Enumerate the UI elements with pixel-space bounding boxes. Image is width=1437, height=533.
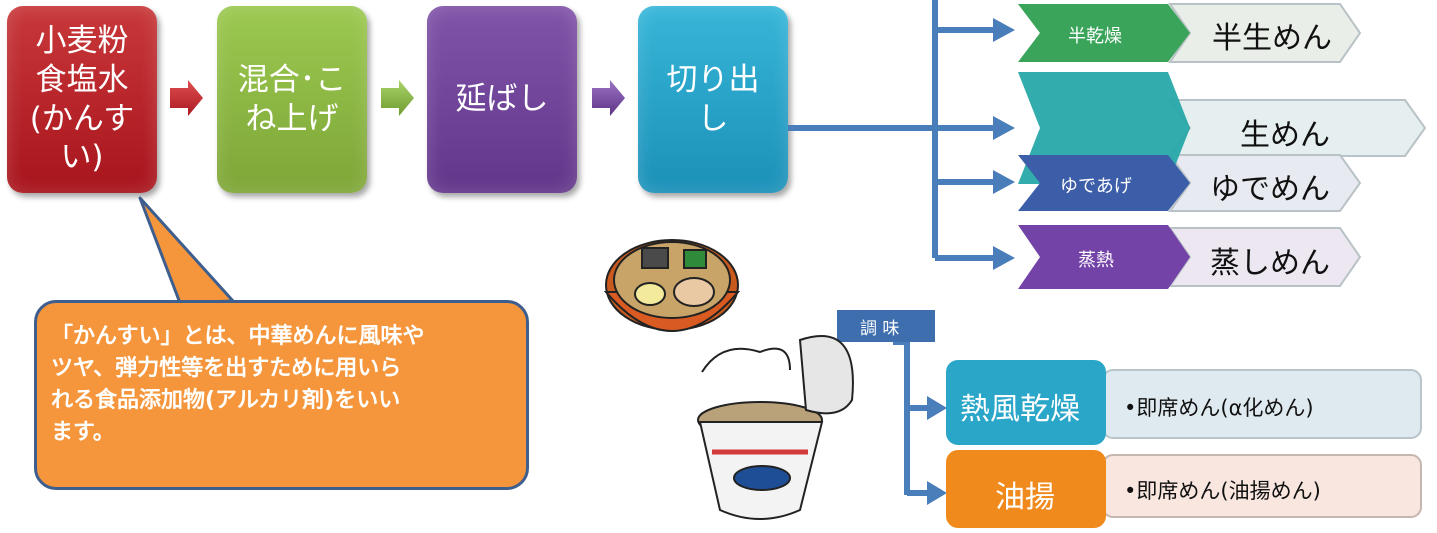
arrow-right-icon: [381, 80, 414, 116]
product-chevrons: [1168, 3, 1427, 287]
flow-box-mixing-label: 混合･こ ね上げ: [237, 61, 347, 137]
product-label-alpha-instant: •即席めん(α化めん): [1124, 396, 1314, 420]
arrowheads: [927, 18, 1015, 505]
arrowhead-icon: [993, 170, 1015, 194]
seasoning-label-box: [837, 310, 935, 342]
instant-cup-noodle-illustration: [697, 335, 854, 520]
flow-box-rolling: 延ばし: [427, 6, 577, 193]
kansui-callout-text: 「かんすい」とは、中華めんに風味や ツヤ、弾力性等を出すために用いら れる食品添…: [51, 324, 425, 445]
product-label-fried-instant: •即席めん(油揚めん): [1124, 479, 1321, 503]
product-label-semi-fresh: 半生めん: [1212, 21, 1332, 56]
flow-box-rolling-label: 延ばし: [455, 81, 549, 118]
process-label-hot-air-dry: 熱風乾燥: [960, 392, 1080, 427]
flow-box-mixing: 混合･こ ね上げ: [217, 6, 367, 193]
process-label-steaming: 蒸熱: [1078, 250, 1114, 271]
process-label-fried: 油揚: [995, 480, 1055, 515]
process-label-semidry: 半乾燥: [1068, 26, 1122, 47]
flow-box-ingredients: 小麦粉 食塩水 (かんす い): [7, 6, 157, 193]
ramen-bowl-illustration: [603, 239, 741, 332]
arrow-right-icon: [170, 80, 203, 116]
arrowhead-icon: [993, 246, 1015, 270]
seasoning-label: 調 味: [860, 319, 900, 339]
arrow-right-icon: [592, 80, 625, 116]
kansui-callout: 「かんすい」とは、中華めんに風味や ツヤ、弾力性等を出すために用いら れる食品添…: [34, 300, 529, 490]
product-label-boiled: ゆでめん: [1210, 172, 1330, 207]
flow-box-cutting-label: 切り出 し: [666, 61, 760, 137]
product-label-fresh: 生めん: [1240, 118, 1330, 153]
branch-connectors: [788, 0, 996, 496]
flow-box-cutting: 切り出 し: [638, 6, 788, 193]
callout-pointer: [138, 196, 235, 305]
arrowhead-icon: [993, 116, 1015, 140]
arrowhead-icon: [993, 18, 1015, 42]
flow-box-ingredients-label: 小麦粉 食塩水 (かんす い): [29, 23, 135, 176]
process-label-boiling: ゆであげ: [1060, 176, 1132, 197]
arrowhead-icon: [927, 481, 947, 505]
arrowhead-icon: [927, 396, 947, 420]
product-label-steamed: 蒸しめん: [1210, 246, 1330, 281]
process-chevrons: [1018, 4, 1190, 289]
